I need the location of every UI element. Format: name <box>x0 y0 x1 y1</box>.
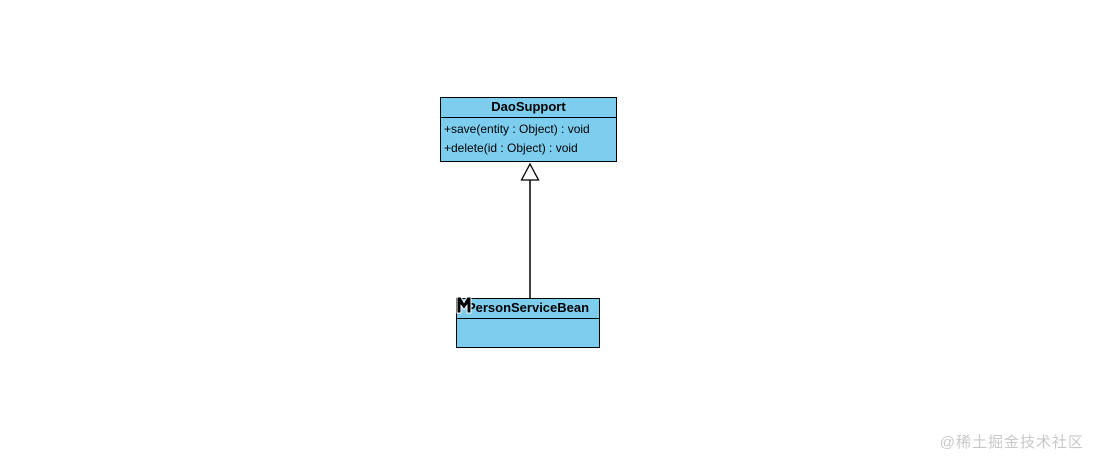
class-methods-daosupport: +save(entity : Object) : void +delete(id… <box>441 118 616 158</box>
uml-class-personservicebean[interactable]: PersonServiceBean <box>456 298 600 348</box>
method-delete: +delete(id : Object) : void <box>444 141 578 155</box>
uml-class-daosupport[interactable]: DaoSupport +save(entity : Object) : void… <box>440 97 617 162</box>
watermark-text: @稀土掘金技术社区 <box>939 434 1084 451</box>
hollow-triangle-icon <box>520 162 540 181</box>
generalization-arrow[interactable] <box>515 162 545 302</box>
method-save: +save(entity : Object) : void <box>444 122 590 136</box>
class-name-personservicebean: PersonServiceBean <box>457 299 599 319</box>
class-name-daosupport: DaoSupport <box>441 98 616 118</box>
class-empty-compartment <box>457 319 599 347</box>
